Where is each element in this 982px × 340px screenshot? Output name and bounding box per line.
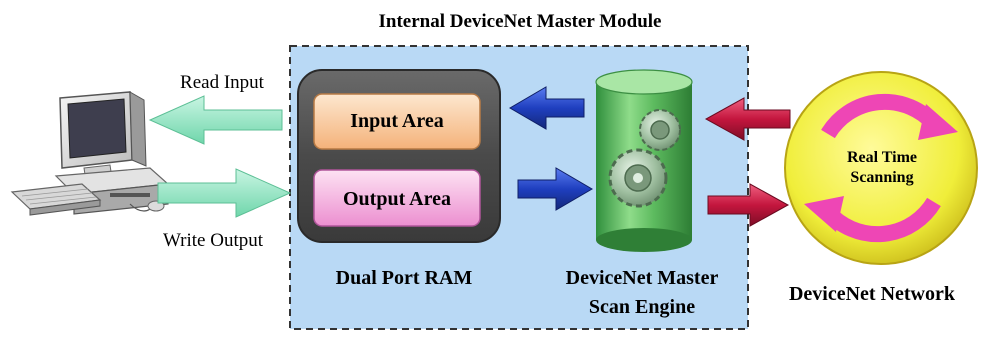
read-input-label: Read Input — [180, 72, 265, 93]
write-output-arrow — [157, 168, 292, 218]
devicenet-network-icon — [784, 71, 978, 265]
scan-engine-caption-line1: DeviceNet Master — [566, 267, 719, 289]
scan-engine-caption-line2: Scan Engine — [589, 296, 695, 318]
output-area-label: Output Area — [343, 188, 451, 210]
network-to-engine-arrow — [704, 97, 791, 141]
input-area-label: Input Area — [350, 110, 444, 132]
engine-to-network-arrow — [707, 183, 790, 227]
devicenet-network-caption: DeviceNet Network — [789, 283, 956, 305]
diagram-title: Internal DeviceNet Master Module — [379, 11, 662, 32]
computer-icon — [10, 91, 170, 216]
write-output-label: Write Output — [163, 230, 264, 251]
read-input-arrow — [148, 95, 283, 145]
output-to-engine-arrow — [517, 167, 593, 211]
real-time-label-line2: Scanning — [850, 169, 913, 186]
input-area-box — [313, 93, 481, 150]
output-area-box — [313, 169, 481, 227]
dual-port-ram-caption: Dual Port RAM — [336, 267, 473, 289]
gear-icon — [608, 109, 681, 208]
real-time-label-line1: Real Time — [847, 149, 917, 166]
engine-to-input-arrow — [509, 86, 585, 130]
